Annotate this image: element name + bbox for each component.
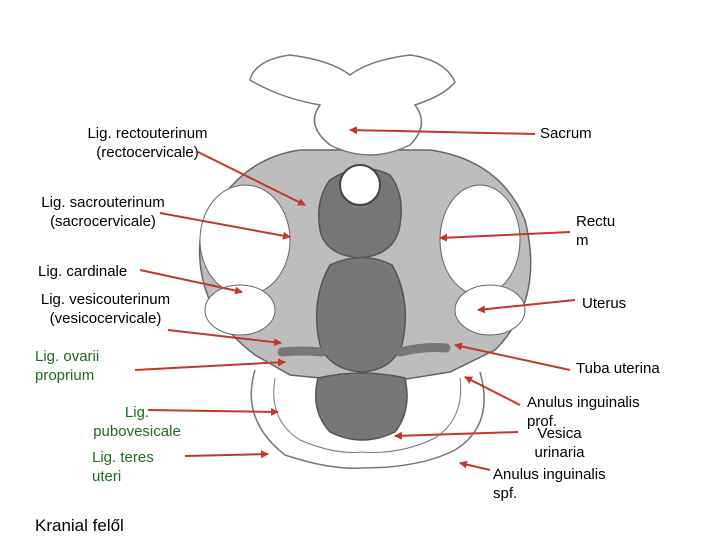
label-vesica-urinaria: Vesica urinaria	[534, 425, 585, 461]
arrow-sacrouterinum	[159, 212, 291, 240]
label-lig-pubovesicale: Lig. pubovesicale	[93, 404, 181, 440]
label-anulus-inguinalis-spf: Anulus inguinalis spf.	[493, 466, 606, 502]
rectum-shape	[318, 167, 402, 259]
left-lateral-space	[204, 284, 276, 336]
pubic-rim-inner	[273, 377, 462, 453]
arrow-rectouterinum	[197, 151, 306, 206]
uterus-shape	[315, 256, 407, 373]
label-lig-cardinale: Lig. cardinale	[38, 263, 128, 280]
label-sacrum: Sacrum	[540, 125, 592, 142]
label-lig-ovarii-proprium: Lig. ovarii proprium	[35, 348, 100, 384]
arrow-tuba-uterina	[454, 342, 571, 371]
arrow-sacrum	[349, 126, 536, 135]
left-paravesical-space	[199, 184, 291, 296]
label-lig-sacrouterinum: Lig. sacrouterinum (sacrocervicale)	[41, 194, 165, 230]
arrow-teres-uteri	[184, 450, 269, 459]
label-lig-vesicouterinum: Lig. vesicouterinum (vesicocervicale)	[40, 291, 171, 327]
label-anulus-inguinalis-prof: Anulus inguinalis prof.	[527, 394, 640, 430]
left-tuba-uterina	[277, 346, 327, 357]
label-lig-rectouterinum: Lig. rectouterinum (rectocervicale)	[87, 125, 208, 161]
vesica-urinaria-shape	[315, 372, 408, 441]
label-uterus: Uterus	[582, 295, 627, 312]
right-tuba-uterina	[395, 343, 451, 357]
arrow-cardinale	[139, 269, 243, 295]
sacrum-shape	[249, 54, 456, 156]
label-rectum: Rectum	[576, 213, 616, 249]
arrow-anulus-spf	[459, 460, 491, 471]
label-tuba-uterina: Tuba uterina	[576, 360, 660, 377]
label-lig-teres-uteri: Lig. teres uteri	[92, 449, 154, 485]
arrow-vesicouterinum	[167, 329, 282, 347]
arrow-uterus	[477, 299, 576, 314]
arrow-ovarii-proprium	[134, 358, 286, 371]
arrow-rectum	[439, 231, 571, 242]
arrow-vesica	[394, 431, 519, 440]
right-paravesical-space	[439, 184, 521, 296]
rectum-lumen	[339, 164, 381, 206]
arrow-pubovesicale	[147, 407, 279, 416]
arrow-anulus-prof	[464, 376, 521, 406]
right-lateral-space	[454, 284, 526, 336]
caption-kranial-felol: Kranial felől	[35, 516, 124, 535]
